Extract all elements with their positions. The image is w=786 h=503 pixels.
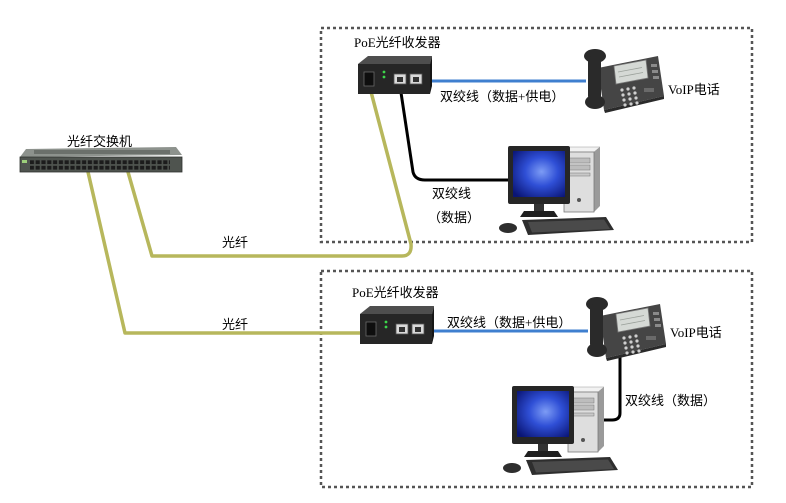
bottom-data-cable-label: 双绞线（数据） <box>625 393 716 408</box>
bottom-transceiver-label: PoE光纤收发器 <box>352 285 439 300</box>
top-voip-phone <box>583 48 665 114</box>
top-transceiver-label: PoE光纤收发器 <box>354 35 441 50</box>
fiber-switch-icon <box>19 147 183 173</box>
bottom-poe-cable-label: 双绞线（数据+供电） <box>447 315 571 330</box>
switch-port-rows <box>30 159 170 170</box>
data-cable-bottom <box>602 356 622 422</box>
top-computer <box>498 145 615 236</box>
top-data-cable-label-line1: 双绞线 <box>432 186 471 201</box>
bottom-fiber-label: 光纤 <box>222 317 248 332</box>
data-cable-top <box>398 85 512 182</box>
top-poe-transceiver <box>357 55 433 95</box>
bottom-poe-transceiver <box>359 305 435 345</box>
top-fiber-label: 光纤 <box>222 235 248 250</box>
top-site-boundary <box>319 26 754 244</box>
switch-label: 光纤交换机 <box>67 134 132 149</box>
bottom-voip-phone <box>585 296 667 362</box>
top-phone-label: VoIP电话 <box>668 82 720 97</box>
bottom-computer <box>502 385 619 476</box>
switch-status-led <box>22 160 27 163</box>
bottom-phone-label: VoIP电话 <box>670 325 722 340</box>
fiber-link-top <box>126 86 413 258</box>
top-data-cable-label-line2: （数据） <box>428 210 480 225</box>
fiber-link-bottom <box>86 170 368 335</box>
switch-top-port-strip <box>34 150 170 154</box>
top-poe-cable-label: 双绞线（数据+供电） <box>440 89 564 104</box>
